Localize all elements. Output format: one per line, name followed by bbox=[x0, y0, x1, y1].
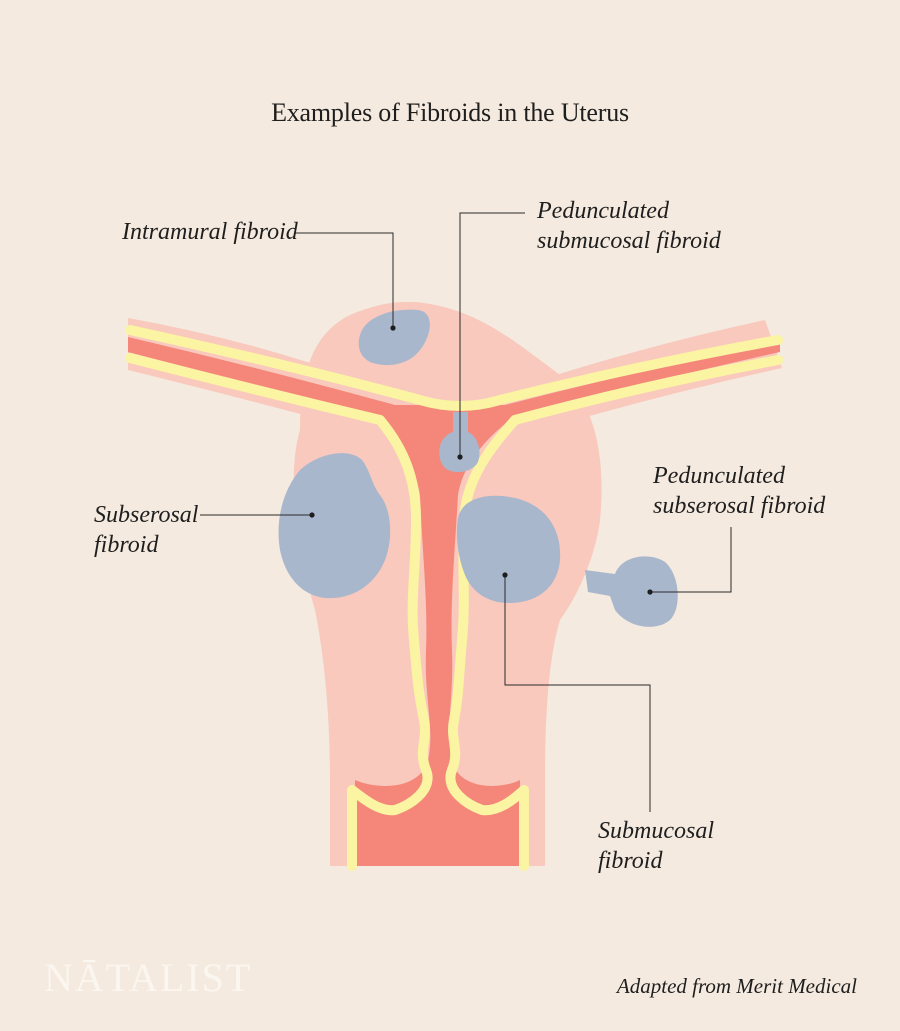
marker-pedunculated-subserosal bbox=[647, 589, 653, 595]
label-subserosal-line1: Subserosal bbox=[94, 502, 199, 528]
intramural-fibroid bbox=[358, 309, 430, 366]
label-intramural-text: Intramural fibroid bbox=[122, 219, 298, 245]
label-pedunculated-submucosal-line1: Pedunculated bbox=[537, 198, 669, 224]
label-subserosal-fibroid: Subserosal fibroid bbox=[94, 500, 198, 560]
label-submucosal-line2: fibroid bbox=[598, 848, 663, 874]
source-credit: Adapted from Merit Medical bbox=[616, 974, 857, 998]
label-pedunculated-submucosal-line2: submucosal fibroid bbox=[537, 228, 721, 254]
pedunculated-submucosal-fibroid bbox=[439, 412, 480, 473]
leader-intramural bbox=[295, 232, 394, 328]
label-submucosal-fibroid: Submucosal fibroid bbox=[598, 816, 714, 876]
subserosal-fibroid bbox=[278, 453, 391, 599]
marker-submucosal bbox=[502, 572, 508, 578]
lining-canal-left bbox=[347, 415, 433, 871]
label-pedunculated-subserosal-line2: subserosal fibroid bbox=[653, 493, 826, 519]
lining-top bbox=[125, 325, 783, 411]
submucosal-fibroid bbox=[456, 495, 561, 604]
marker-subserosal bbox=[309, 512, 315, 518]
lining-tube-left-lower bbox=[125, 353, 385, 425]
label-pedunculated-submucosal-fibroid: Pedunculated submucosal fibroid bbox=[537, 196, 721, 256]
leader-pedunculated-subserosal bbox=[650, 527, 732, 593]
lining-tube-right-lower bbox=[510, 355, 783, 425]
label-pedunculated-subserosal-fibroid: Pedunculated subserosal fibroid bbox=[653, 461, 825, 521]
label-pedunculated-subserosal-line1: Pedunculated bbox=[653, 463, 785, 489]
label-subserosal-line2: fibroid bbox=[94, 532, 159, 558]
label-submucosal-line1: Submucosal bbox=[598, 818, 714, 844]
leader-pedunculated-submucosal bbox=[459, 212, 525, 457]
marker-intramural bbox=[390, 325, 396, 331]
marker-pedunculated-submucosal bbox=[457, 454, 463, 460]
leader-submucosal bbox=[504, 575, 651, 812]
natalist-logo: NĀTALIST bbox=[44, 955, 253, 1000]
diagram-title: Examples of Fibroids in the Uterus bbox=[271, 98, 629, 127]
pedunculated-subserosal-fibroid bbox=[585, 556, 678, 627]
label-intramural-fibroid: Intramural fibroid bbox=[122, 217, 298, 247]
